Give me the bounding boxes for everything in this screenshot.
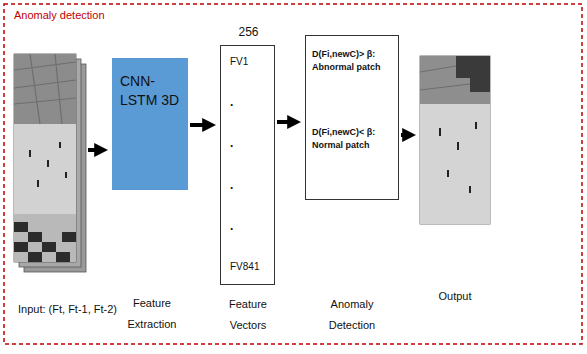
condition-text: D(Fi,newC)< β: <box>312 126 393 139</box>
process-box: CNN-LSTM 3DFeature Extraction <box>112 58 188 190</box>
result-text: Abnormal patch <box>312 61 393 74</box>
dimension-label: 256 <box>221 25 276 39</box>
ellipsis-dot: . <box>230 179 233 191</box>
vector-label: FV841 <box>230 261 259 272</box>
vector-label: FV1 <box>230 56 248 67</box>
process-label: CNN-LSTM 3D <box>120 72 182 110</box>
input-frames <box>14 54 86 272</box>
output-frame <box>420 56 490 224</box>
feature-vector-box: 256FV1....FV841Feature Vectors <box>220 45 275 285</box>
arrow-connector <box>190 123 205 127</box>
decision-box: D(Fi,newC)> β:Abnormal patchD(Fi,newC)< … <box>305 35 399 200</box>
caption-label: Anomaly Detection <box>311 294 393 336</box>
diagram-title: Anomaly detection <box>12 9 107 21</box>
arrow-connector <box>401 133 405 137</box>
arrow-connector <box>277 120 290 124</box>
caption-label: Feature Vectors <box>213 294 283 336</box>
ellipsis-dot: . <box>230 96 233 108</box>
ellipsis-dot: . <box>230 220 233 232</box>
condition-text: D(Fi,newC)> β: <box>312 48 393 61</box>
caption-label: Output <box>420 290 490 302</box>
ellipsis-dot: . <box>230 137 233 149</box>
caption-label: Feature Extraction <box>117 293 187 335</box>
arrow-connector <box>88 148 97 152</box>
dashed-frame <box>4 4 582 344</box>
output-image: Output <box>420 56 490 224</box>
result-text: Normal patch <box>312 139 393 152</box>
input-image: Input: (Ft, Ft-1, Ft-2) <box>14 54 86 272</box>
